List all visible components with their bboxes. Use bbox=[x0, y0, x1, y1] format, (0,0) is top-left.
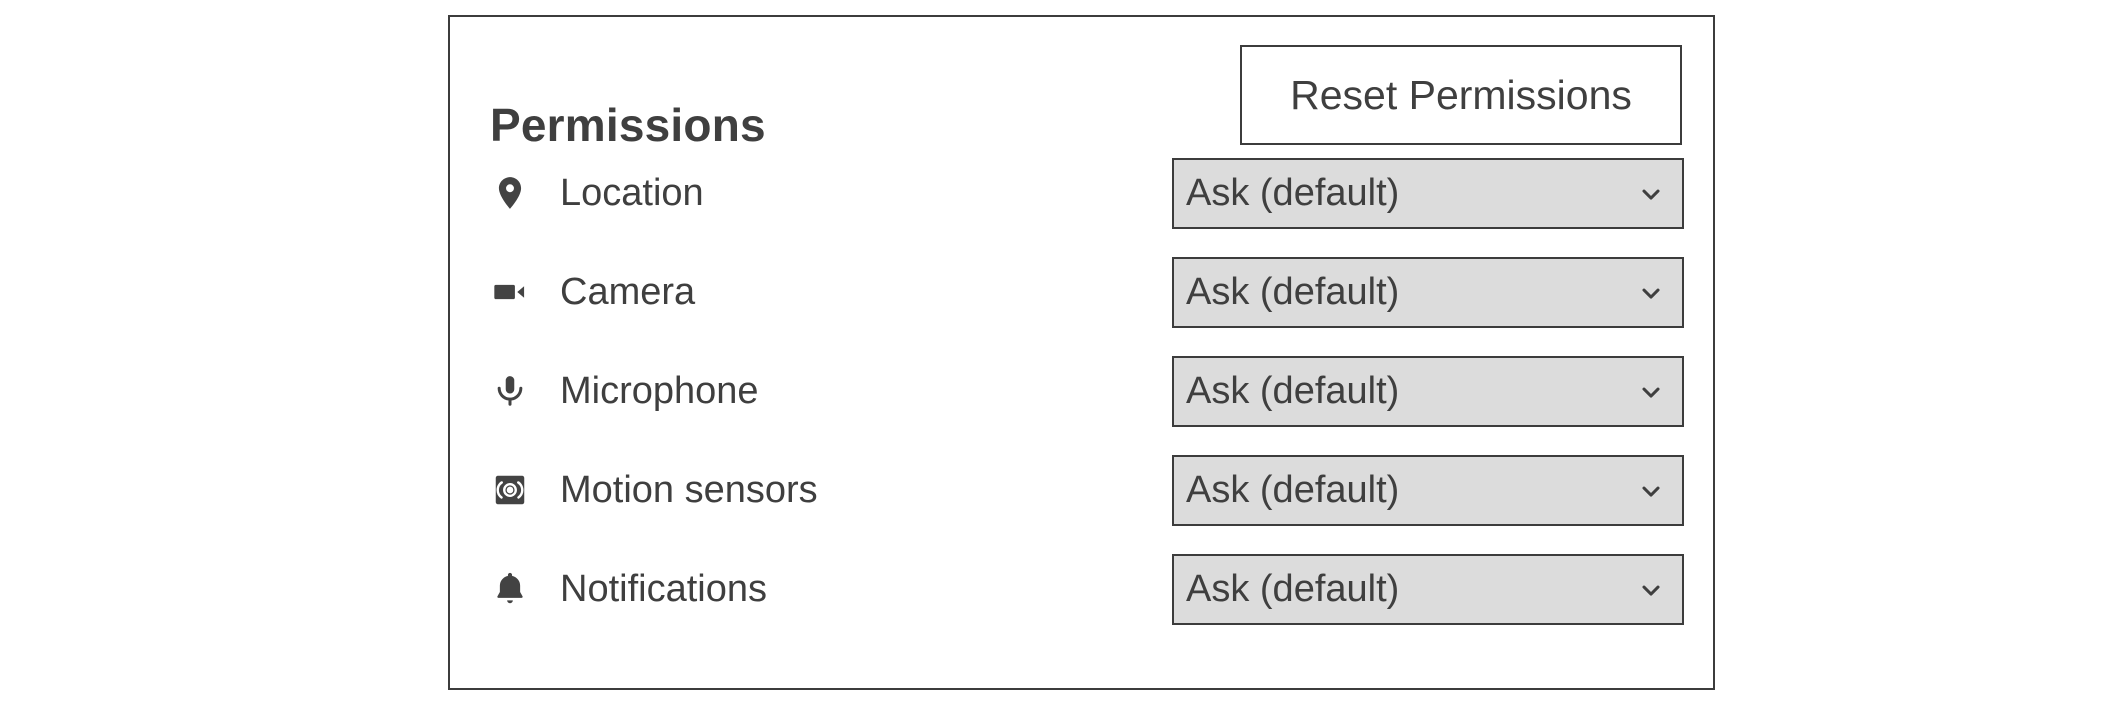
permissions-list: Location Ask (default) Camera Ask ( bbox=[450, 158, 1713, 653]
bell-icon bbox=[490, 566, 530, 612]
chevron-down-icon bbox=[1636, 278, 1666, 308]
permission-select-value: Ask (default) bbox=[1186, 172, 1400, 214]
permission-select-notifications[interactable]: Ask (default) bbox=[1172, 554, 1684, 625]
permission-row-notifications: Notifications Ask (default) bbox=[450, 554, 1713, 653]
permission-select-value: Ask (default) bbox=[1186, 370, 1400, 412]
permission-label: Microphone bbox=[560, 370, 759, 412]
permission-row-microphone: Microphone Ask (default) bbox=[450, 356, 1713, 455]
page-title: Permissions bbox=[490, 99, 766, 152]
permission-label: Notifications bbox=[560, 568, 767, 610]
permission-select-value: Ask (default) bbox=[1186, 271, 1400, 313]
permission-select-microphone[interactable]: Ask (default) bbox=[1172, 356, 1684, 427]
permission-label: Location bbox=[560, 172, 704, 214]
motion-sensors-icon bbox=[490, 467, 530, 513]
microphone-icon bbox=[490, 368, 530, 414]
permission-select-location[interactable]: Ask (default) bbox=[1172, 158, 1684, 229]
videocam-icon bbox=[490, 269, 530, 315]
permission-select-value: Ask (default) bbox=[1186, 568, 1400, 610]
permission-select-motion-sensors[interactable]: Ask (default) bbox=[1172, 455, 1684, 526]
permission-row-motion-sensors: Motion sensors Ask (default) bbox=[450, 455, 1713, 554]
permissions-panel: Permissions Reset Permissions Location A… bbox=[448, 15, 1715, 690]
permission-select-value: Ask (default) bbox=[1186, 469, 1400, 511]
permission-label: Camera bbox=[560, 271, 696, 313]
permission-row-location: Location Ask (default) bbox=[450, 158, 1713, 257]
location-pin-icon bbox=[490, 170, 530, 216]
permission-row-camera: Camera Ask (default) bbox=[450, 257, 1713, 356]
permission-label: Motion sensors bbox=[560, 469, 818, 511]
reset-permissions-button[interactable]: Reset Permissions bbox=[1240, 45, 1682, 145]
chevron-down-icon bbox=[1636, 377, 1666, 407]
chevron-down-icon bbox=[1636, 179, 1666, 209]
chevron-down-icon bbox=[1636, 476, 1666, 506]
permission-select-camera[interactable]: Ask (default) bbox=[1172, 257, 1684, 328]
chevron-down-icon bbox=[1636, 575, 1666, 605]
